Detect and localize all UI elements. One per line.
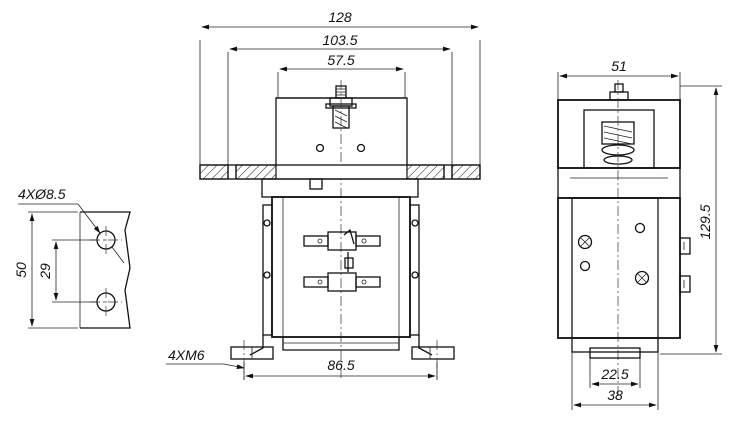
hole-spacing-label: 29 xyxy=(37,263,53,280)
side-body xyxy=(557,197,681,339)
base-foot-right xyxy=(411,346,455,360)
overall-width-label: 128 xyxy=(328,9,352,25)
base-hole-pitch-label: 86.5 xyxy=(327,357,354,373)
side-top-width-label: 51 xyxy=(611,58,627,74)
front-view: 128 103.5 57.5 xyxy=(166,9,481,380)
side-connector-icons xyxy=(577,222,650,286)
mount-hole-pitch-label: 103.5 xyxy=(322,32,357,48)
side-height-label: 129.5 xyxy=(697,204,713,239)
base-width-label: 38 xyxy=(607,387,623,403)
hole-spec-label: 4XØ8.5 xyxy=(18,186,66,202)
base-thread-label: 4XM6 xyxy=(168,347,205,363)
terminal-pitch-label: 57.5 xyxy=(327,52,354,68)
bracket-detail-view: 4XØ8.5 50 29 xyxy=(13,186,131,329)
side-view: 51 xyxy=(557,58,722,410)
aux-switch-terminals xyxy=(303,228,381,292)
bracket-length-label: 50 xyxy=(13,262,29,278)
inner-base-label: 22.5 xyxy=(600,366,628,382)
